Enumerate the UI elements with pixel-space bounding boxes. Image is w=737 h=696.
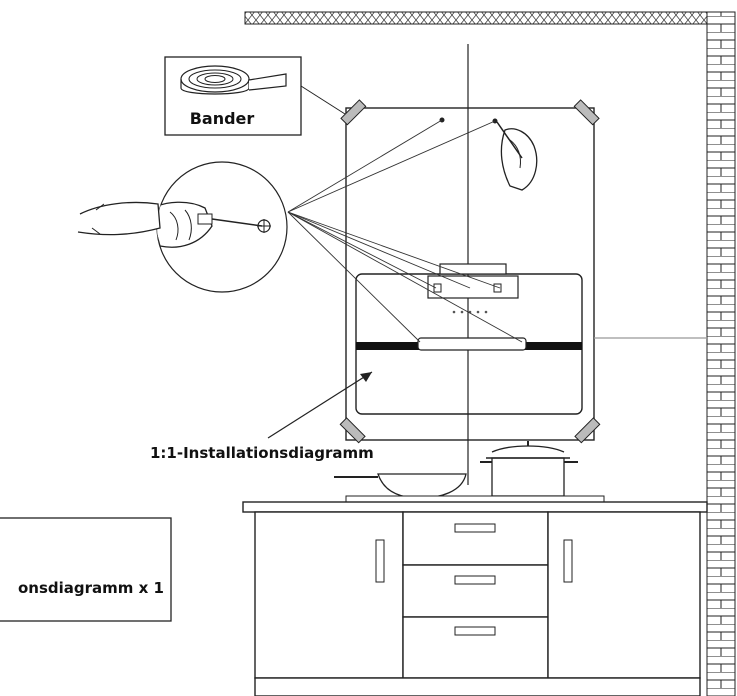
cooking-pot-icon: [480, 441, 578, 497]
frying-pan-icon: [334, 473, 467, 499]
tape-strip-top-left: [340, 99, 367, 126]
tape-strip-top-right: [573, 99, 600, 126]
arm: [77, 201, 161, 236]
bracket-top: [439, 263, 507, 275]
cooktop: [345, 495, 605, 503]
countertop: [242, 501, 708, 513]
hood-outline: [355, 263, 583, 415]
tape-strip-bottom-right: [574, 417, 601, 444]
drawer-3: [402, 616, 549, 679]
tape-label: Bander: [190, 109, 255, 128]
hood-light-bar: [417, 337, 527, 351]
template-callout-line: [267, 371, 373, 439]
screwdriver-hand-icon: [157, 201, 271, 248]
parts-box: [0, 517, 172, 622]
drawer-2: [402, 564, 549, 618]
cabinet-door-left: [254, 511, 404, 679]
parts-box-label: onsdiagramm x 1: [18, 579, 164, 597]
template-label: 1:1-Installationsdiagramm: [150, 444, 374, 462]
projection-lines: [287, 119, 523, 343]
pen-hand-icon: [496, 121, 538, 191]
cabinet-door-right: [547, 511, 701, 679]
cabinet-plinth: [254, 677, 701, 696]
drawer-1: [402, 511, 549, 566]
magnifier-detail: [77, 161, 288, 293]
base-cabinets: [254, 511, 701, 696]
callout-arrowhead: [360, 372, 372, 382]
tape-strip-bottom-left: [339, 417, 366, 444]
template-sheet: [345, 107, 595, 441]
tape-label-box: Bander: [164, 56, 346, 136]
tape-strips: [339, 99, 601, 444]
brick-wall: [706, 11, 736, 696]
tape-roll-icon: [180, 65, 287, 95]
ceiling: [244, 11, 708, 25]
